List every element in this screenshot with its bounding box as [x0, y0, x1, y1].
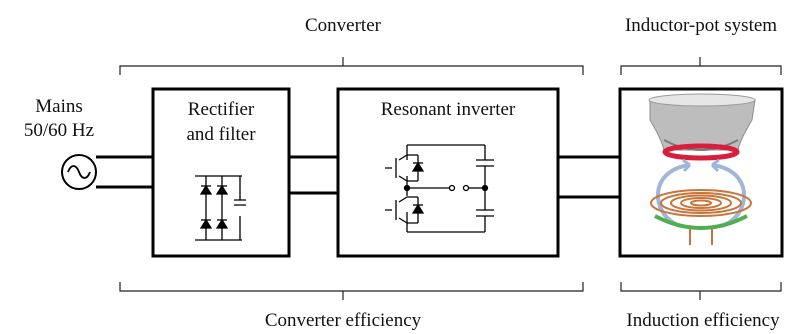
- inductor-pot-system-label: Inductor-pot system: [625, 15, 777, 36]
- diode-bridge-icon: [195, 175, 246, 241]
- ac-source-icon: [61, 154, 97, 190]
- mains-label: Mains: [35, 96, 83, 117]
- inductor-pot-top-brace: [620, 57, 782, 75]
- rectifier-to-inverter-wires: [289, 155, 338, 195]
- converter-efficiency-brace: [119, 282, 584, 300]
- mains-to-rectifier-wires: [96, 155, 153, 189]
- inverter-to-coil-wires: [558, 155, 620, 199]
- induction-pot-coil-icon: [648, 93, 756, 245]
- converter-efficiency-label: Converter efficiency: [265, 310, 422, 331]
- resonant-inverter-block: [336, 87, 560, 258]
- rectifier-label: Rectifier: [188, 99, 255, 120]
- and-filter-label: and filter: [186, 124, 256, 145]
- converter-label: Converter: [305, 15, 382, 36]
- induction-efficiency-label: Induction efficiency: [626, 310, 780, 331]
- induction-efficiency-brace: [620, 282, 782, 300]
- mains-frequency-label: 50/60 Hz: [24, 120, 94, 141]
- converter-top-brace: [119, 57, 584, 75]
- half-bridge-inverter-icon: [385, 144, 494, 233]
- resonant-inverter-label: Resonant inverter: [381, 99, 516, 120]
